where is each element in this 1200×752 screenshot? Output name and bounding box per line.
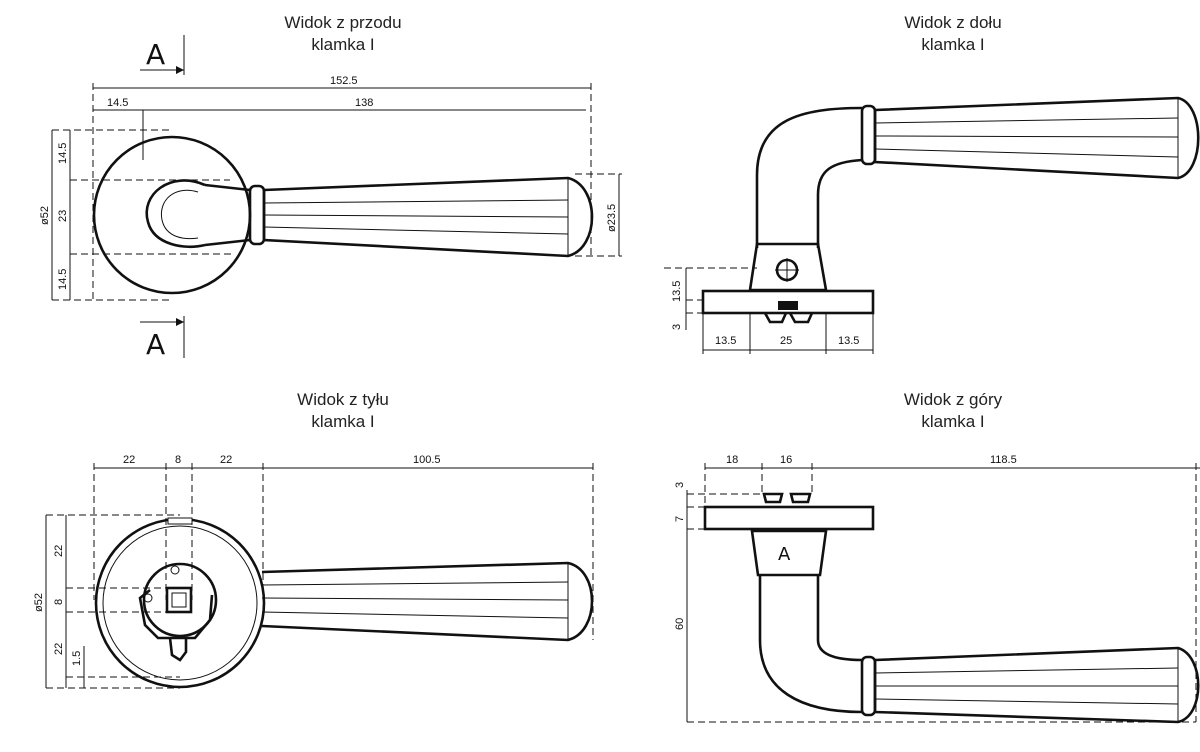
dim-front-lever: 138 [355,97,373,109]
dim-front-dia-end: ø23.5 [606,204,618,232]
back-view: 22 8 22 100.5 ø52 22 8 22 1.5 [33,454,594,689]
square-spindle-icon [165,586,193,614]
dim-back-h3: 22 [53,643,65,655]
top-plate [703,505,875,531]
dim-top-h2: 7 [674,516,686,522]
top-lever [873,646,1200,724]
dim-top-h1: 3 [674,482,686,488]
bottom-arm-inner [816,158,863,248]
bottom-view-subtitle: klamka I [921,35,985,54]
front-view-title-line: Widok z przodu [284,13,402,32]
dim-front-left-bot: 14.5 [57,269,69,290]
dim-top-w3: 118.5 [990,454,1017,466]
section-mark-bottom: A [140,316,185,361]
front-neck [145,179,206,249]
bottom-lever [873,96,1200,180]
back-view-title: Widok z tyłu klamka I [193,389,493,433]
dim-front-total: 152.5 [330,75,358,87]
top-arm-outer [758,575,863,714]
dim-bottom-w2: 25 [780,335,792,347]
top-view: A 18 16 118.5 3 7 60 [674,454,1200,724]
dim-back-h2: 8 [53,599,65,605]
dim-back-dia: ø52 [33,593,45,612]
bottom-view-title-line: Widok z dołu [904,13,1002,32]
section-mark-top: A [140,35,185,75]
dim-front-rose: 14.5 [107,97,128,109]
bottom-arm-outer [755,106,863,248]
dim-back-w1: 22 [123,454,135,466]
dim-back-w2: 8 [175,454,181,466]
top-collar [860,655,877,717]
back-rose [94,517,266,689]
dim-back-w4: 100.5 [413,454,441,466]
bottom-collar [860,104,877,166]
section-mark-top-label: A [146,38,165,71]
front-rose [92,135,252,295]
front-view: A A 152.5 14.5 138 [39,35,622,361]
dim-bottom-plate: 3 [671,324,683,330]
top-view-title-line: Widok z góry [903,390,1003,409]
top-view-title: Widok z góry klamka I [803,389,1103,433]
bottom-base-collar [748,242,828,292]
dim-top-w1: 18 [726,454,738,466]
dim-back-h4: 1.5 [71,651,83,666]
dim-back-w3: 22 [220,454,232,466]
top-collar-label: A [778,544,791,565]
bottom-view: 13.5 3 13.5 25 13.5 [664,96,1200,354]
section-mark-bottom-label: A [146,328,165,361]
top-base-collar [750,529,828,577]
dim-bottom-w1: 13.5 [715,335,736,347]
top-view-subtitle: klamka I [921,412,985,431]
dim-bottom-w3: 13.5 [838,335,859,347]
dim-bottom-height: 13.5 [671,281,683,302]
dim-back-h1: 22 [53,545,65,557]
dim-front-left-top: 14.5 [57,143,69,164]
front-view-subtitle: klamka I [311,35,375,54]
bottom-plate [701,289,875,315]
dim-top-h3: 60 [674,618,686,630]
top-arm-inner [816,575,863,662]
dim-top-w2: 16 [780,454,792,466]
dim-front-dia-rose: ø52 [39,206,51,225]
front-view-title: Widok z przodu klamka I [193,12,493,56]
back-lever [261,561,594,642]
back-view-subtitle: klamka I [311,412,375,431]
dim-front-left-mid: 23 [57,210,69,222]
front-collar [248,184,266,246]
back-view-title-line: Widok z tyłu [297,390,389,409]
bottom-view-title: Widok z dołu klamka I [803,12,1103,56]
